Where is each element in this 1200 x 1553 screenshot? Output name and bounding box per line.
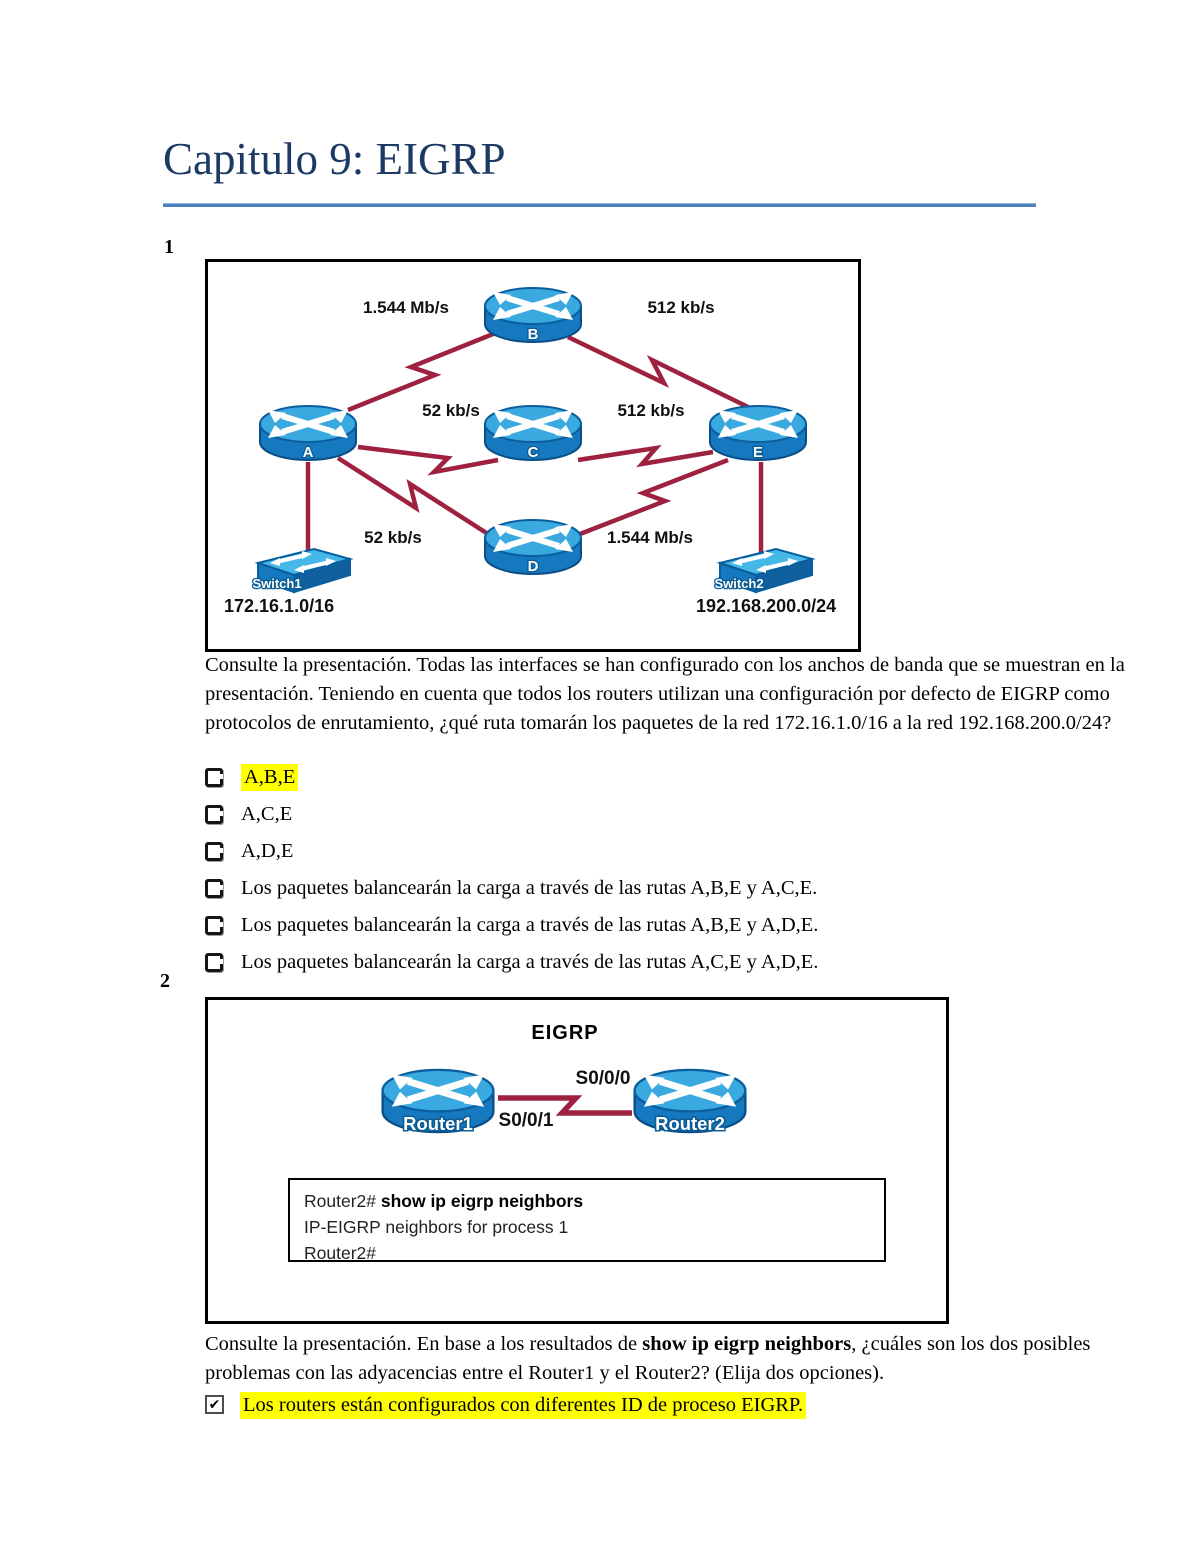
- q2-answer-row: ✔ Los routers están configurados con dif…: [205, 1392, 807, 1419]
- radio-icon[interactable]: [205, 916, 223, 935]
- radio-icon[interactable]: [205, 842, 223, 861]
- router-b-label: B: [528, 326, 539, 343]
- question-2-topology-figure: EIGRP Router1 Router2 S0/0/0 S0/0/1 Rout…: [205, 997, 949, 1324]
- switch2-label: Switch2: [714, 576, 763, 591]
- network-label-left: 172.16.1.0/16: [224, 596, 335, 616]
- title-underline-rule: [163, 203, 1036, 207]
- bandwidth-label-a-c: 52 kb/s: [422, 401, 480, 420]
- q1-option-label: A,C,E: [241, 803, 293, 825]
- q1-option-label: Los paquetes balancearán la carga a trav…: [241, 914, 819, 936]
- router-d-label: D: [528, 558, 539, 575]
- q1-option-label-highlighted: A,B,E: [241, 764, 299, 791]
- q1-option-label: A,D,E: [241, 840, 294, 862]
- switch1-icon: Switch1: [252, 547, 352, 594]
- cli-line-prompt: Router2#: [304, 1243, 376, 1263]
- cli-line-command: Router2# show ip eigrp neighbors: [304, 1188, 870, 1214]
- q1-option-row-6: Los paquetes balancearán la carga a trav…: [205, 949, 818, 976]
- question-1-topology-figure: B A C E D Switch1 Switch2 1.544 Mb/s 512…: [205, 259, 861, 652]
- serial-link-d-e: [579, 457, 729, 537]
- question-2-text-pre: Consulte la presentación. En base a los …: [205, 1333, 643, 1355]
- question-1-text: Consulte la presentación. Todas las inte…: [205, 654, 1125, 734]
- router-c-label: C: [528, 444, 539, 461]
- cli-command: show ip eigrp neighbors: [380, 1191, 584, 1211]
- bandwidth-label-b-e: 512 kb/s: [647, 298, 715, 317]
- cli-prompt: Router2#: [304, 1191, 381, 1211]
- serial-link-a-c: [357, 444, 499, 476]
- question-2-text-command: show ip eigrp neighbors: [642, 1333, 852, 1355]
- router1-label: Router1: [403, 1113, 473, 1134]
- radio-icon[interactable]: [205, 768, 223, 787]
- question-2-number: 2: [160, 970, 170, 992]
- router-a-label: A: [303, 444, 314, 461]
- router-c-icon: C: [481, 400, 585, 466]
- checkbox-checked-icon[interactable]: ✔: [205, 1395, 224, 1414]
- topology-links-layer: [498, 1095, 632, 1116]
- router-e-icon: E: [706, 400, 810, 466]
- question-2-text: Consulte la presentación. En base a los …: [205, 1330, 1163, 1388]
- q1-option-row-4: Los paquetes balancearán la carga a trav…: [205, 875, 817, 902]
- q1-option-label: Los paquetes balancearán la carga a trav…: [241, 951, 819, 973]
- radio-icon[interactable]: [205, 879, 223, 898]
- router-b-icon: B: [481, 282, 585, 348]
- bandwidth-label-a-d: 52 kb/s: [364, 528, 422, 547]
- diagram-title: EIGRP: [531, 1022, 599, 1044]
- router-d-icon: D: [481, 514, 585, 580]
- bandwidth-label-d-e: 1.544 Mb/s: [607, 528, 693, 547]
- q1-option-row-2: A,C,E: [205, 801, 292, 828]
- serial-link-b-e: [567, 334, 749, 410]
- switch2-icon: Switch2: [714, 547, 814, 594]
- cli-line-output: IP-EIGRP neighbors for process 1: [304, 1217, 569, 1237]
- switch1-label: Switch1: [252, 576, 301, 591]
- serial-link-c-e: [577, 444, 714, 468]
- router2-label: Router2: [655, 1113, 725, 1134]
- bandwidth-label-a-b: 1.544 Mb/s: [363, 298, 449, 317]
- q2-answer-label-highlighted: Los routers están configurados con difer…: [240, 1392, 807, 1419]
- radio-icon[interactable]: [205, 953, 223, 972]
- question-1-number: 1: [164, 236, 174, 258]
- q1-option-label: Los paquetes balancearán la carga a trav…: [241, 877, 818, 899]
- router-e-label: E: [753, 444, 763, 461]
- page-title: Capitulo 9: EIGRP: [163, 134, 506, 184]
- interface-label-s0-0-1: S0/0/1: [498, 1110, 554, 1131]
- bandwidth-label-c-e: 512 kb/s: [617, 401, 685, 420]
- cli-output-box: Router2# show ip eigrp neighbors IP-EIGR…: [288, 1178, 886, 1263]
- q1-option-row-1: A,B,E: [205, 764, 299, 791]
- q1-option-row-5: Los paquetes balancearán la carga a trav…: [205, 912, 818, 939]
- router2-icon: Router2: [630, 1062, 750, 1140]
- topology-links-layer: [305, 329, 764, 554]
- serial-link-a-d: [336, 456, 490, 536]
- q1-option-row-3: A,D,E: [205, 838, 293, 865]
- radio-icon[interactable]: [205, 805, 223, 824]
- interface-label-s0-0-0: S0/0/0: [575, 1068, 631, 1089]
- serial-link-a-b: [347, 329, 499, 413]
- question-2-text-post: , ¿cuáles son los dos posibles problemas…: [205, 1333, 1091, 1384]
- router1-icon: Router1: [378, 1062, 498, 1140]
- router-a-icon: A: [256, 400, 360, 466]
- serial-link-router1-router2: [498, 1095, 632, 1116]
- network-label-right: 192.168.200.0/24: [696, 596, 837, 616]
